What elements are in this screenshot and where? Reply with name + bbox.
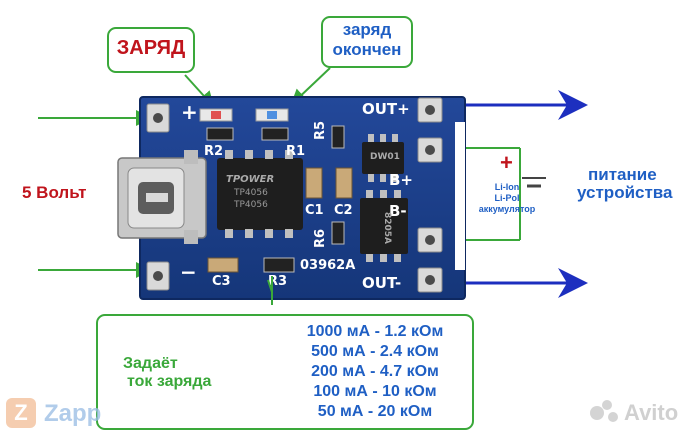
done-label-line2: окончен	[332, 40, 402, 59]
silk-code: 03962A	[300, 258, 356, 273]
zapp-watermark: Zapp	[44, 400, 102, 427]
done-label-line1: заряд	[342, 20, 392, 39]
current-title-line2: ток заряда	[127, 373, 212, 390]
silk-r5: R5	[313, 120, 328, 140]
tp4056-chip	[217, 150, 303, 238]
volt-label: 5 Вольт	[22, 183, 87, 202]
done-label-box	[321, 16, 413, 68]
current-title-line1: Задаёт	[123, 355, 178, 372]
zapp-logo-icon: Z	[6, 398, 36, 428]
dw01-text: DW01	[370, 152, 400, 162]
battery-label-line1: Li-Ion	[494, 182, 520, 192]
silk-b-minus: B-	[389, 202, 407, 220]
dw01-chip	[362, 134, 404, 182]
silk-r3: R3	[268, 274, 288, 289]
fet-text: 8205A	[382, 212, 392, 245]
silk-c3: C3	[212, 274, 231, 289]
current-row: 500 мА - 2.4 кОм	[311, 343, 439, 360]
battery-plus-sign: +	[500, 150, 513, 175]
power-label-line2: устройства	[577, 183, 673, 202]
silk-in-plus: +	[181, 100, 198, 124]
charge-label-box	[107, 27, 195, 73]
current-row: 200 мА - 4.7 кОм	[311, 363, 439, 380]
fet-8205a	[360, 190, 408, 262]
silk-c1: C1	[305, 203, 324, 218]
current-table-list: 1000 мА - 1.2 кОм 500 мА - 2.4 кОм 200 м…	[280, 322, 470, 422]
silk-r2: R2	[204, 144, 224, 159]
silk-in-minus: −	[180, 260, 197, 284]
silk-r6: R6	[313, 228, 328, 248]
chip-model-text-2: TP4056	[234, 200, 268, 210]
avito-watermark: Avito	[624, 400, 679, 425]
battery-label-line2: Li-Pol	[494, 193, 520, 203]
silk-c2: C2	[334, 203, 353, 218]
silk-r1: R1	[286, 144, 306, 159]
battery-label-line3: аккумулятор	[478, 204, 536, 214]
silk-out-plus: OUT+	[362, 100, 410, 118]
avito-logo-icon	[590, 400, 620, 424]
silk-out-minus: OUT-	[362, 274, 402, 292]
chip-brand-text: TPOWER	[226, 174, 275, 185]
current-row: 50 мА - 20 кОм	[317, 403, 433, 420]
power-label-line1: питание	[588, 165, 657, 184]
silk-b-plus: B+	[389, 171, 414, 189]
chip-model-text: TP4056	[234, 188, 268, 198]
charge-label: ЗАРЯД	[116, 37, 186, 59]
current-row: 1000 мА - 1.2 кОм	[306, 323, 444, 340]
current-table-box	[96, 314, 474, 430]
current-row: 100 мА - 10 кОм	[313, 383, 437, 400]
